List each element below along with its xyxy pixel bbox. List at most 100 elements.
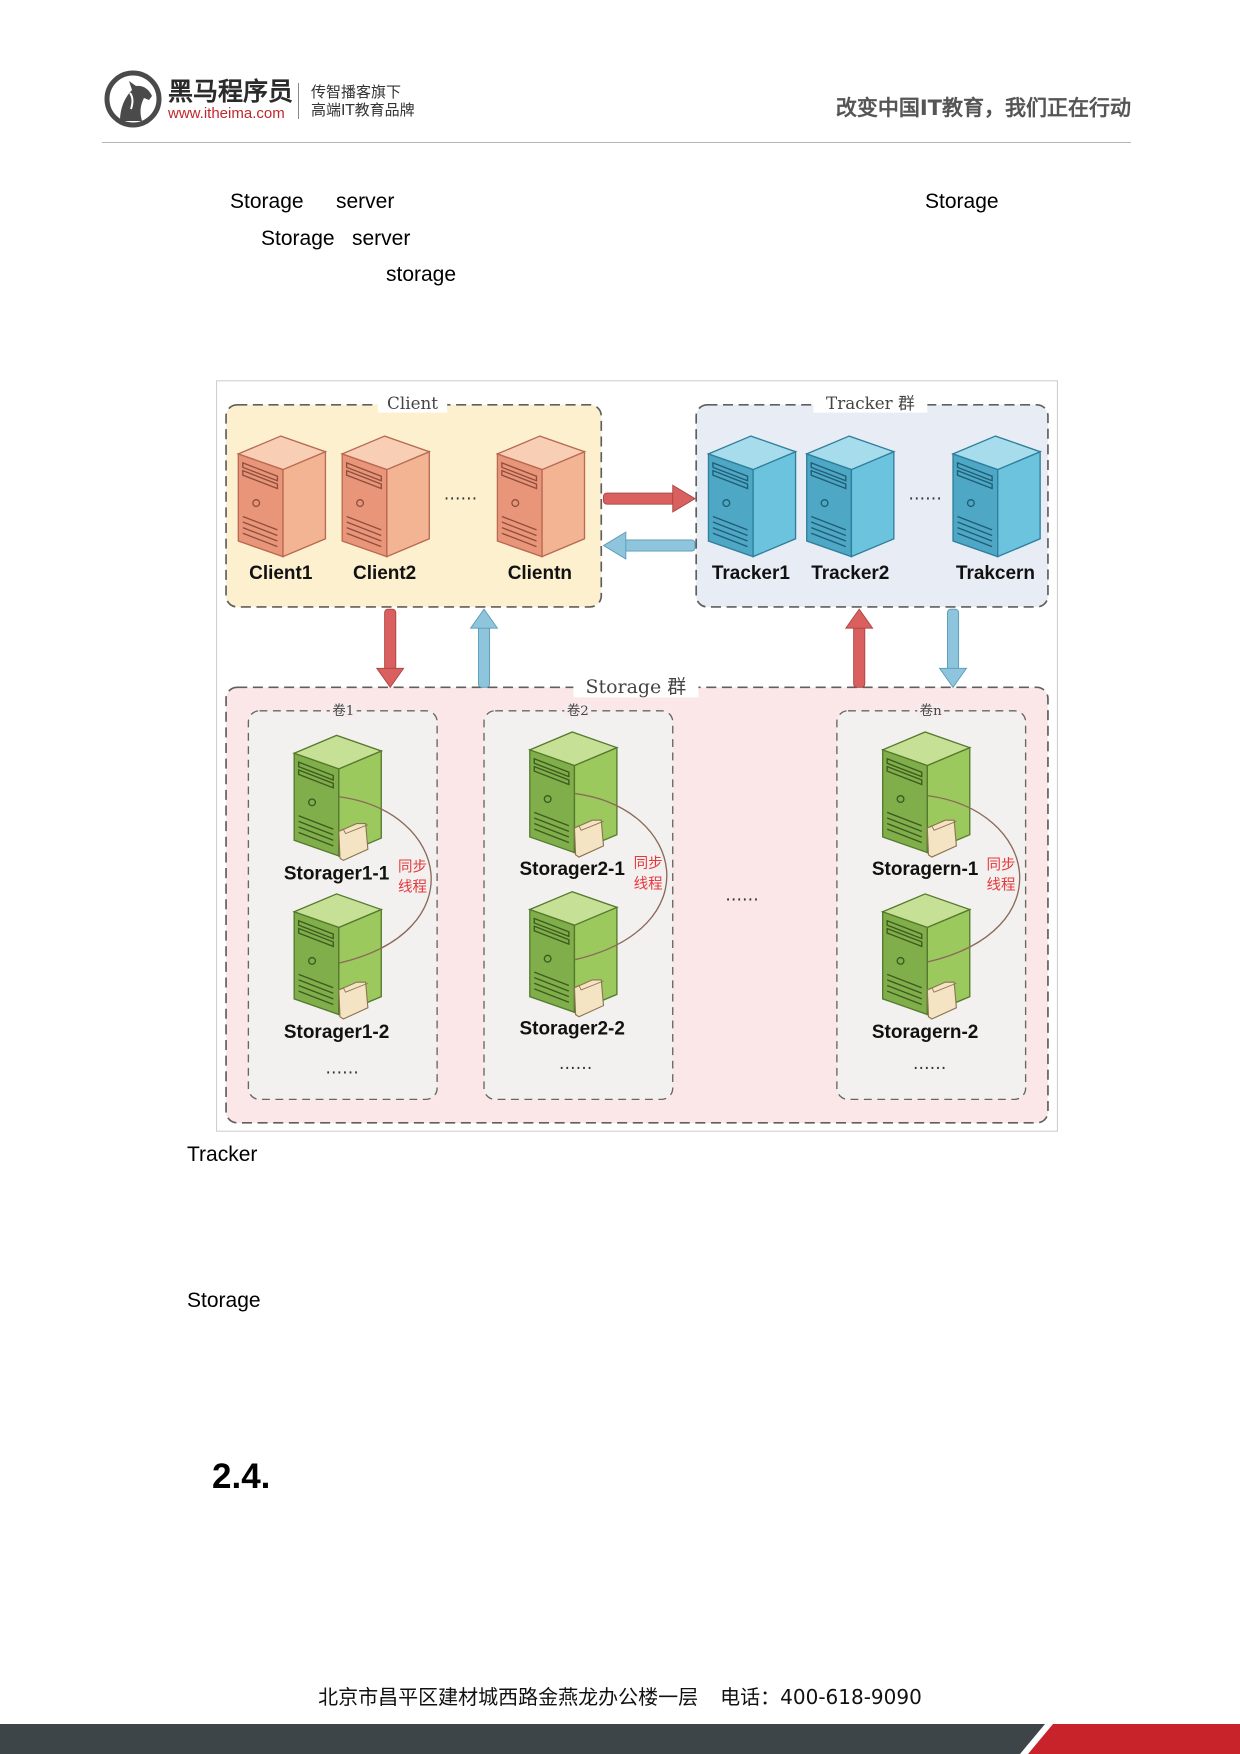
horse-mane-line xyxy=(129,92,134,110)
arrow-shaft xyxy=(623,539,696,552)
storage-node-label: Storager2-2 xyxy=(520,1019,625,1040)
header-slogan: 改变中国IT教育，我们正在行动 xyxy=(835,96,1131,120)
footer-address: 北京市昌平区建材城西路金燕龙办公楼一层 xyxy=(318,1685,699,1709)
label-background xyxy=(329,704,357,718)
storage-node-label: Storager2-1 xyxy=(520,859,626,880)
tracker-server-icon xyxy=(806,435,895,558)
brand-name: 黑马程序员 xyxy=(168,77,294,106)
tracker-server-icon xyxy=(707,435,797,558)
storage-group-title: Storage 群 xyxy=(585,676,686,698)
storage-server-icon xyxy=(882,893,971,1020)
label-background xyxy=(573,676,699,698)
client-node-label: Client2 xyxy=(353,563,416,584)
storage-server-icon xyxy=(529,891,618,1018)
client-server-icon xyxy=(237,435,327,558)
label-background xyxy=(377,393,448,413)
tracker-group: Tracker 群 …… Tracker1 Tracker2 Trakcern xyxy=(695,393,1049,608)
sync-thread-label: 同步 xyxy=(398,859,427,876)
storage-paragraph: Storage xyxy=(187,1289,261,1312)
client-node-label: Clientn xyxy=(508,563,572,584)
intro-word: Storage xyxy=(230,190,304,213)
sync-link-line xyxy=(574,792,668,961)
label-background xyxy=(813,393,928,413)
sync-thread-label: 线程 xyxy=(987,876,1016,893)
client-group-title: Client xyxy=(387,393,438,413)
sync-thread-label: 同步 xyxy=(634,855,663,872)
tracker-to-storage-arrow xyxy=(938,608,968,689)
storage-volume: 卷n Storagern-1 Storagern-2 同步 线程 …… xyxy=(836,703,1027,1101)
footer-bar-accent xyxy=(1028,1724,1240,1754)
footer-phone: 电话：400-618-9090 xyxy=(720,1685,922,1709)
tracker-node-label: Tracker2 xyxy=(811,563,889,584)
storage-node-label: Storagern-1 xyxy=(872,859,979,880)
storage-node-label: Storager1-2 xyxy=(284,1022,389,1043)
storage-to-client-arrow xyxy=(469,608,499,688)
tracker-server-icon xyxy=(952,435,1041,558)
client-node-label: Client1 xyxy=(249,563,313,584)
arrow-head xyxy=(375,667,405,689)
footer-bar xyxy=(0,1724,1240,1754)
brand-tagline-line1: 传智播客旗下 xyxy=(311,83,402,101)
volume-title: 卷n xyxy=(920,703,942,719)
itheima-logo-icon xyxy=(103,69,163,129)
storage-server-icon xyxy=(293,734,382,862)
storage-volumes-ellipsis: …… xyxy=(725,885,759,905)
brand-divider xyxy=(298,83,299,119)
arrow-shaft xyxy=(946,608,960,672)
sync-thread-label: 同步 xyxy=(987,856,1016,873)
storage-node-label: Storager1-1 xyxy=(284,863,390,884)
storage-server-icon xyxy=(293,893,382,1020)
sync-link-line xyxy=(927,794,1021,963)
arrow-shaft xyxy=(477,625,491,688)
horse-head-shape xyxy=(120,81,152,121)
logo-graphic xyxy=(104,70,162,128)
client-group: Client …… Client1 Client2 Clientn xyxy=(225,393,603,608)
client-to-storage-arrow xyxy=(375,608,405,689)
arrow-shaft xyxy=(603,492,676,505)
arrow-head xyxy=(844,608,874,629)
intro-word: storage xyxy=(386,263,457,286)
label-background xyxy=(917,704,945,718)
diagram-frame xyxy=(216,380,1058,1132)
volume-title: 卷1 xyxy=(332,703,354,719)
tracker-to-client-arrow xyxy=(602,531,696,560)
sync-thread-label: 线程 xyxy=(398,879,427,896)
tracker-node-label: Trakcern xyxy=(956,563,1035,584)
header-divider xyxy=(102,142,1131,143)
intro-word: Storage xyxy=(925,190,999,213)
intro-word: server xyxy=(336,190,395,213)
storage-volume: 卷2 Storager2-1 Storager2-2 同步 线程 …… xyxy=(483,703,674,1101)
brand-url: www.itheima.com xyxy=(168,105,285,122)
arrow-head xyxy=(672,484,696,513)
fastdfs-architecture-diagram: Client …… Client1 Client2 Clientn Tracke… xyxy=(216,380,1058,1132)
tracker-node-label: Tracker1 xyxy=(712,563,791,584)
volume-ellipsis: …… xyxy=(325,1058,358,1078)
storage-server-icon xyxy=(882,731,971,858)
arrow-head xyxy=(938,667,968,689)
client-server-icon xyxy=(496,435,586,558)
section-heading: 2.4. xyxy=(212,1457,271,1496)
client-ellipsis: …… xyxy=(444,484,478,504)
storage-volume: 卷1 Storager1-1 Storager1-2 同步 线程 …… xyxy=(247,703,438,1101)
storage-server-icon xyxy=(529,731,618,858)
storage-node-label: Storagern-2 xyxy=(872,1022,978,1043)
tracker-group-title: Tracker 群 xyxy=(826,393,915,413)
arrow-shaft xyxy=(853,625,866,688)
tracker-ellipsis: …… xyxy=(908,484,942,504)
storage-to-tracker-arrow xyxy=(844,608,874,688)
storage-group: Storage 群 …… 卷1 Storager1-1 Storager1-2 … xyxy=(225,676,1049,1124)
page-footer-contact: 北京市昌平区建材城西路金燕龙办公楼一层电话：400-618-9090 xyxy=(0,1685,1240,1709)
tracker-paragraph: Tracker xyxy=(187,1143,258,1166)
volume-title: 卷2 xyxy=(567,703,589,719)
client-to-tracker-arrow xyxy=(603,484,696,513)
intro-word: Storage xyxy=(261,227,335,250)
intro-word: server xyxy=(352,227,411,250)
volume-ellipsis: …… xyxy=(559,1053,593,1073)
label-background xyxy=(564,704,592,718)
arrow-shaft xyxy=(384,608,397,672)
volume-ellipsis: …… xyxy=(913,1053,947,1073)
arrow-head xyxy=(602,531,627,560)
brand-tagline-line2: 高端IT教育品牌 xyxy=(311,101,415,119)
sync-thread-label: 线程 xyxy=(634,875,663,892)
arrow-head xyxy=(469,608,499,629)
